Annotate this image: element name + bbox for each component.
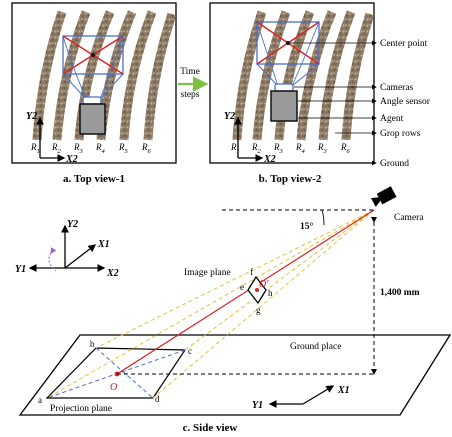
row-label: R6 <box>340 142 351 155</box>
row-label: R3 <box>73 142 84 155</box>
row-label: R3 <box>317 142 328 155</box>
ground-axis-x1-label: X1 <box>337 385 350 396</box>
callout-ground: Ground <box>380 159 409 169</box>
time-steps-transition: Time steps <box>178 67 209 100</box>
point-c: c <box>188 346 192 356</box>
top-view-2-panel: R1 R2 R3 R4 R3 R6 Y2 X2 Center point Cam… <box>209 2 431 185</box>
row-label: R6 <box>141 142 152 155</box>
agent-body <box>270 90 298 122</box>
row-label: R4 <box>295 142 306 155</box>
point-d: d <box>155 394 160 404</box>
row-label: R1 <box>30 142 40 155</box>
agent-robot <box>270 83 298 122</box>
point-a: a <box>38 395 42 405</box>
ground-plane <box>18 334 452 416</box>
callout-crop-rows: Grop rows <box>380 129 421 139</box>
callout-agent: Agent <box>380 114 404 124</box>
point-e: e <box>240 282 244 292</box>
camera-field-of-view <box>62 35 124 100</box>
axis-x2-label: X2 <box>263 154 276 165</box>
height-label: 1,400 mm <box>380 288 420 298</box>
camera-frame-axes: Y2 X1 Y1 X2 <box>15 219 119 279</box>
caption-b: b. Top view-2 <box>259 173 322 185</box>
camera-label: Camera <box>394 213 424 223</box>
ground-axes: X1 Y1 <box>252 385 350 411</box>
row-label: R4 <box>95 142 106 155</box>
point-h: h <box>268 288 273 298</box>
axis-x2-label: X2 <box>65 154 78 165</box>
diagonal-bd <box>95 347 154 399</box>
caption-c: c. Side view <box>183 422 238 434</box>
axis-y2-label: Y2 <box>26 111 37 122</box>
cameras-icon <box>82 96 102 105</box>
row-labels: R1 R2 R3 R4 R5 R6 <box>30 142 152 155</box>
center-point-marker <box>91 53 95 57</box>
row-label: R2 <box>251 142 262 155</box>
axis-x1-label: X1 <box>97 239 110 250</box>
projection-plane-label: Projection plane <box>50 404 112 414</box>
point-b: b <box>90 339 95 349</box>
axis-y1-label: Y1 <box>15 264 26 275</box>
callout-cameras: Cameras <box>380 83 414 93</box>
row-label: R3 <box>273 142 284 155</box>
camera-icon <box>371 186 397 207</box>
optical-axis <box>116 209 375 375</box>
time-label: Time <box>180 67 200 77</box>
image-plane-label: Image plane <box>184 268 231 278</box>
ground-axis-y1-label: Y1 <box>252 400 263 411</box>
caption-a: a. Top view-1 <box>63 173 125 185</box>
axes-a: Y2 X2 <box>26 111 78 165</box>
angle-label: 15° <box>300 221 314 232</box>
point-g: g <box>256 305 261 315</box>
steps-label: steps <box>181 90 200 100</box>
image-center-label: O' <box>259 279 269 290</box>
callout-angle-sensor: Angle sensor <box>380 97 431 107</box>
axes-b: Y2 X2 <box>224 111 276 165</box>
top-view-1-panel: R1 R2 R3 R4 R5 R6 Y2 X2 a. Top view-1 <box>11 2 177 185</box>
side-view-panel: Y2 X1 Y1 X2 X1 Y1 Camera 15° 1,400 mm Im… <box>15 186 452 434</box>
image-center-marker <box>255 288 259 292</box>
cameras-icon <box>274 83 294 92</box>
agent-robot <box>79 96 106 135</box>
axis-x2-label: X2 <box>106 268 119 279</box>
callout-center-point: Center point <box>380 39 428 49</box>
point-f: f <box>250 267 253 277</box>
center-point-marker <box>286 41 290 45</box>
axis-y2-label: Y2 <box>67 219 78 230</box>
ground-center-label: O <box>110 382 117 393</box>
row-label: R2 <box>51 142 62 155</box>
row-label: R5 <box>118 142 129 155</box>
angle-arc <box>321 209 325 226</box>
ground-place-label: Ground place <box>290 342 341 352</box>
callouts: Center point Cameras Angle sensor Agent … <box>290 39 431 169</box>
projection-rays <box>46 209 375 399</box>
agent-body <box>79 103 106 135</box>
axis-y2-label: Y2 <box>224 111 235 122</box>
